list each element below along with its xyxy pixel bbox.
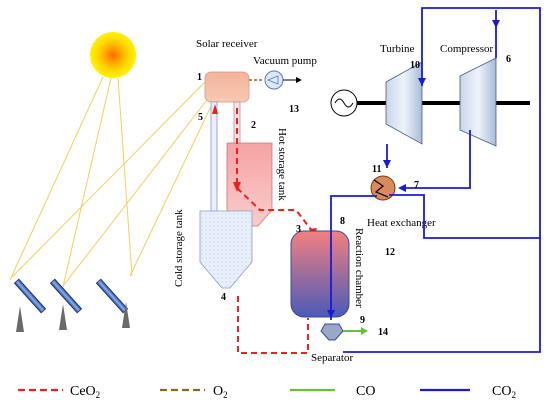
heat-exchanger-label: Heat exchanger [367,217,436,229]
co2-arrow [327,310,335,318]
legend-co2-label: CO2 [492,384,516,400]
co2-arrow [418,78,426,86]
cold-storage-tank-label: Cold storage tank [173,209,185,287]
co2-arrow [492,20,500,28]
point-10: 10 [410,60,420,71]
co2-flow [330,7,541,353]
point-14: 14 [378,327,388,338]
compressor [459,57,497,147]
point-12: 12 [385,247,395,258]
sun-rays [9,76,215,292]
solar-receiver [204,71,250,103]
solar-receiver-label: Solar receiver [196,38,258,50]
heliostat-icon [49,278,83,330]
sun-icon [90,32,136,78]
point-2: 2 [251,120,256,131]
reaction-chamber [290,230,350,318]
point-13: 13 [289,104,299,115]
vacuum-pump-label: Vacuum pump [253,55,317,67]
point-4: 4 [221,292,226,303]
co2-arrow [398,184,406,192]
heliostat-icon [95,278,130,328]
ceo2-arrow [212,104,218,114]
separator-label: Separator [311,352,353,364]
turbine [385,61,423,145]
point-3: 3 [296,224,301,235]
turbine-label: Turbine [380,43,415,55]
point-5: 5 [198,112,203,123]
hot-storage-tank-label: Hot storage tank [276,128,288,201]
legend: CeO2 O2 CO CO2 [18,384,516,400]
ceo2-flow [236,108,314,354]
generator-icon [330,89,358,117]
heat-exchanger [370,175,396,201]
reaction-chamber-label: Reaction chamber [353,228,365,308]
heliostat-icon [13,278,47,332]
riser-pipe-left [210,101,218,215]
legend-ceo2-label: CeO2 [70,384,100,400]
co-outlet-arrow [361,327,368,335]
point-11: 11 [372,164,381,175]
compressor-label: Compressor [440,43,494,55]
point-9: 9 [360,315,365,326]
legend-co-label: CO [356,384,375,399]
legend-o2-label: O2 [213,384,228,400]
pump-outlet-arrow [296,77,302,83]
co2-arrow [383,160,391,168]
ceo2-arrow [233,182,241,192]
point-8: 8 [340,216,345,227]
point-7: 7 [414,180,419,191]
point-6: 6 [506,54,511,65]
point-1: 1 [197,72,202,83]
separator [320,323,344,341]
